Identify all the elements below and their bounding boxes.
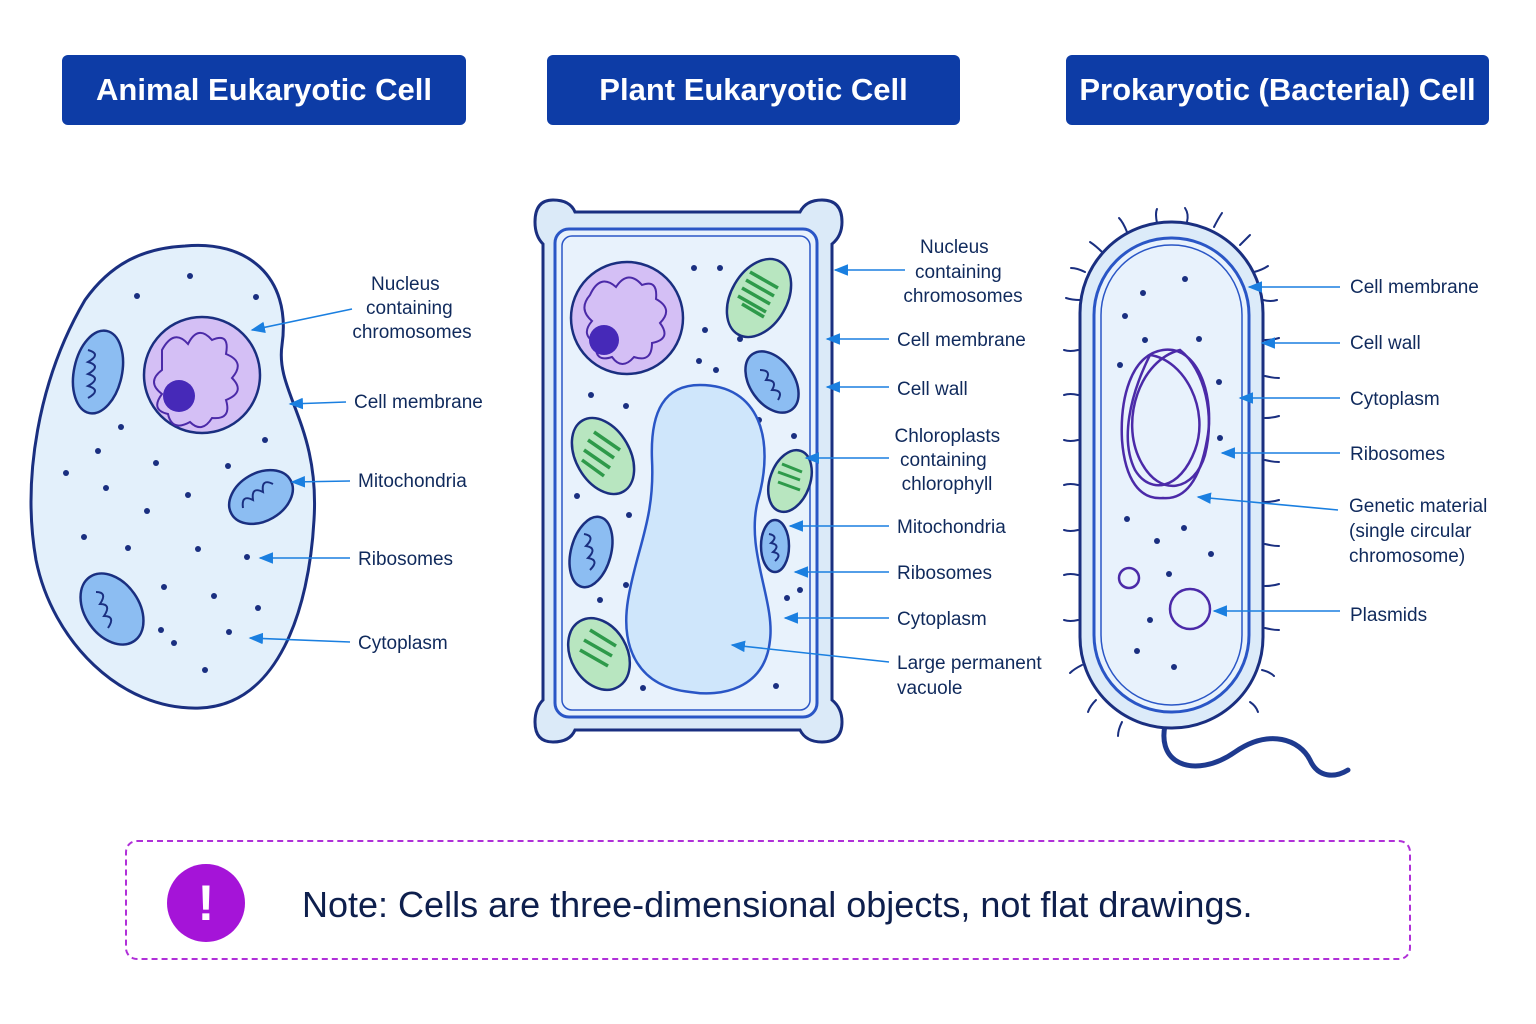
flagellum	[1161, 712, 1351, 778]
note-box: ! Note: Cells are three-dimensional obje…	[125, 840, 1411, 960]
animal-mitochondrion	[227, 468, 295, 526]
plant-chloroplast	[725, 257, 793, 339]
exclamation-icon: !	[167, 864, 245, 942]
plant-label-nucleus: Nucleus containing chromosomes	[903, 237, 1022, 307]
animal-arrow-mitochondria	[290, 476, 351, 488]
plant-cell-title: Plant Eukaryotic Cell	[547, 55, 960, 125]
plant-mitochondrion	[568, 515, 614, 589]
animal-label-nucleus: Nucleus containing chromosomes	[352, 274, 471, 343]
animal-label-membrane: Cell membrane	[354, 392, 483, 413]
plant-label-vacuole: Large permanent vacuole	[897, 653, 1047, 699]
animal-nucleus	[142, 315, 262, 435]
animal-ribosomes	[63, 273, 268, 673]
prokaryote-label-plasmids: Plasmids	[1350, 605, 1427, 626]
genetic-material	[1120, 348, 1211, 500]
animal-cell-title: Animal Eukaryotic Cell	[62, 55, 466, 125]
prokaryote-label-ribosomes: Ribosomes	[1350, 444, 1445, 465]
animal-label-mitochondria: Mitochondria	[358, 471, 467, 492]
plant-vacuole	[625, 383, 772, 695]
plant-label-chloroplasts: Chloroplasts containing chlorophyll	[895, 426, 1006, 495]
prokaryote-arrow-genetic	[1196, 492, 1339, 511]
animal-arrow-nucleus	[250, 308, 353, 333]
animal-mitochondrion	[71, 329, 125, 415]
prokaryotic-cell: Cell membrane Cell wall Cytoplasm Riboso…	[1063, 207, 1493, 778]
animal-cell: Nucleus containing chromosomes Cell memb…	[29, 243, 483, 710]
prokaryote-ribosomes	[1117, 276, 1223, 670]
animal-arrow-membrane	[288, 397, 347, 410]
prokaryotic-cell-title: Prokaryotic (Bacterial) Cell	[1066, 55, 1489, 125]
prokaryote-label-membrane: Cell membrane	[1350, 277, 1479, 298]
plant-mitochondrion	[759, 518, 791, 574]
cell-diagram: Nucleus containing chromosomes Cell memb…	[29, 198, 1493, 778]
plant-nucleus	[569, 260, 685, 376]
plant-arrow-vacuole	[730, 640, 890, 663]
plant-chloroplast	[570, 416, 636, 496]
prokaryote-cell-membrane	[1092, 236, 1251, 714]
prokaryote-label-cytoplasm: Cytoplasm	[1350, 389, 1440, 410]
prokaryote-label-genetic: Genetic material (single circular chromo…	[1349, 496, 1493, 567]
prokaryote-label-wall: Cell wall	[1350, 333, 1421, 354]
plasmids	[1117, 566, 1212, 631]
plant-cell: Nucleus containing chromosomes Cell memb…	[533, 198, 1047, 744]
animal-label-cytoplasm: Cytoplasm	[358, 633, 448, 654]
plant-chloroplast	[566, 616, 632, 692]
plant-mitochondrion	[744, 350, 800, 414]
plant-label-wall: Cell wall	[897, 379, 968, 400]
plant-label-ribosomes: Ribosomes	[897, 563, 992, 584]
plant-label-mitochondria: Mitochondria	[897, 517, 1006, 538]
plant-label-membrane: Cell membrane	[897, 330, 1026, 351]
animal-arrow-cytoplasm	[248, 632, 351, 645]
note-text: Note: Cells are three-dimensional object…	[302, 884, 1253, 925]
plant-chloroplast	[767, 448, 813, 514]
animal-label-ribosomes: Ribosomes	[358, 549, 453, 570]
pili	[1063, 207, 1280, 737]
plant-label-cytoplasm: Cytoplasm	[897, 609, 987, 630]
animal-mitochondrion	[79, 572, 145, 646]
